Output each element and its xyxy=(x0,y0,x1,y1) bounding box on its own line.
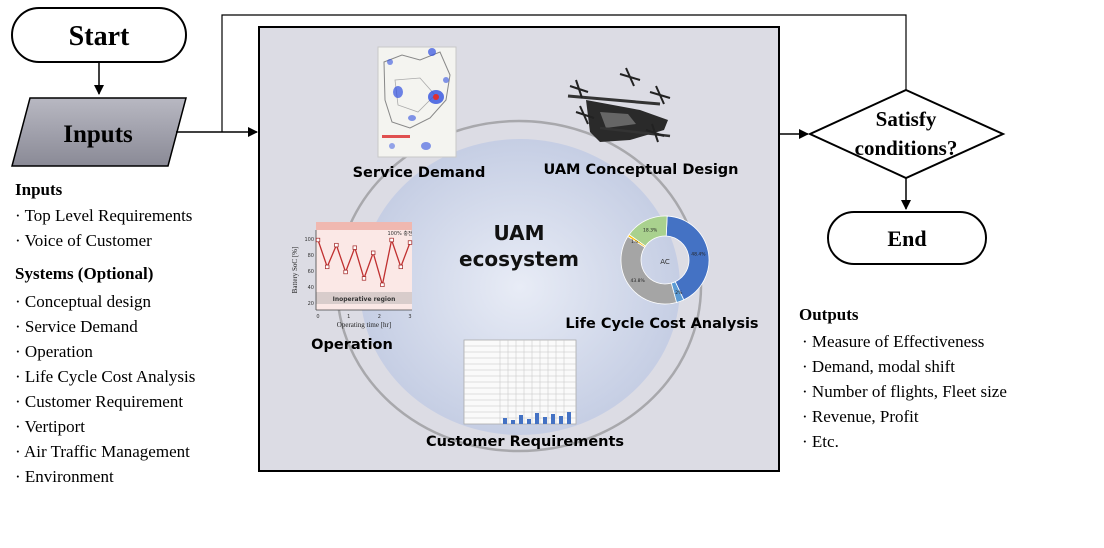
outputs-item: · Number of flights, Fleet size xyxy=(802,382,1007,401)
customer-requirements-table xyxy=(463,339,577,425)
donut-center-label: AC xyxy=(660,258,670,266)
systems-panel-title: Systems (Optional) xyxy=(15,264,154,283)
systems-item: · Life Cycle Cost Analysis xyxy=(15,367,196,386)
operation-chart-header xyxy=(316,222,412,230)
donut-slice-label: 3.2% xyxy=(671,290,683,296)
operation-xlabel: Operating time [hr] xyxy=(337,321,391,329)
ytick-label: 60 xyxy=(308,269,314,275)
systems-item: · Air Traffic Management xyxy=(15,442,190,461)
soc-point xyxy=(361,276,367,281)
systems-item: · Customer Requirement xyxy=(15,392,184,411)
xtick-label: 3 xyxy=(408,314,411,320)
customer-requirements-label: Customer Requirements xyxy=(426,434,624,450)
outputs-item: · Revenue, Profit xyxy=(802,407,919,426)
table-bar xyxy=(559,416,563,424)
donut-slice xyxy=(665,215,710,301)
systems-panel-list: · Conceptual design · Service Demand · Ope… xyxy=(15,289,195,489)
decision-diamond xyxy=(807,88,1006,180)
end-label: End xyxy=(887,226,926,251)
inputs-item: · Voice of Customer xyxy=(15,231,152,250)
ecosystem-title-line2: ecosystem xyxy=(459,247,579,271)
donut-slice xyxy=(620,235,678,305)
inoperative-region-label: Inoperative region xyxy=(333,296,396,303)
table-bar xyxy=(535,413,539,424)
operation-chart: 100 80 60 40 20 0 1 2 3 Inoperative region 100%… xyxy=(291,222,413,329)
charge-annotation: 100% 충전 xyxy=(387,230,412,237)
ytick-label: 100 xyxy=(304,237,314,243)
inputs-parallelogram xyxy=(11,97,187,167)
service-demand-map xyxy=(377,46,457,158)
outputs-panel-list: · Measure of Effectiveness · Demand, moda… xyxy=(799,329,1007,454)
table-bar xyxy=(543,417,547,424)
soc-point xyxy=(389,237,394,243)
decision-label-line2: conditions? xyxy=(855,136,958,160)
donut-slice-label: 43.8% xyxy=(631,278,646,284)
decision-label-line1: Satisfy xyxy=(876,107,937,131)
table-bar xyxy=(551,414,555,424)
table-bar xyxy=(503,418,507,424)
soc-point xyxy=(352,245,357,250)
operation-label: Operation xyxy=(311,337,393,353)
donut-slice xyxy=(628,215,668,247)
systems-item: · Conceptual design xyxy=(15,292,151,311)
conceptual-design-label: UAM Conceptual Design xyxy=(544,162,739,178)
donut-slice-label: 48.4% xyxy=(691,251,706,257)
donut-slice-label: 1.0% xyxy=(631,239,643,245)
ytick-label: 20 xyxy=(308,301,314,307)
systems-item: · Operation xyxy=(15,342,93,361)
systems-item: · Environment xyxy=(15,467,114,486)
donut-slice-label: 18.3% xyxy=(643,227,658,233)
systems-item: · Vertiport xyxy=(15,417,86,436)
uam-aircraft-illustration xyxy=(567,67,671,143)
service-demand-label: Service Demand xyxy=(353,165,486,181)
feedback-loop xyxy=(221,14,907,132)
operation-ylabel: Battery SoC [%] xyxy=(291,247,299,294)
soc-point xyxy=(334,242,339,248)
xtick-label: 2 xyxy=(378,314,381,320)
lcca-donut-chart: 48.4% 3.2% 43.8% 1.0%18.3% xyxy=(620,215,710,305)
inoperative-region-band xyxy=(316,292,412,304)
soc-point xyxy=(380,282,385,287)
ytick-label: 40 xyxy=(308,285,314,291)
systems-item: · Service Demand xyxy=(15,317,138,336)
inputs-item: · Top Level Requirements xyxy=(15,206,193,225)
table-bar xyxy=(511,420,515,424)
inputs-panel-list: · Top Level Requirements · Voice of Custo… xyxy=(15,203,192,253)
inputs-panel-title: Inputs xyxy=(15,180,63,199)
soc-point xyxy=(407,240,413,245)
end-terminator xyxy=(827,211,987,265)
inputs-label: Inputs xyxy=(63,121,133,148)
table-bar xyxy=(567,412,571,424)
table-bar xyxy=(527,419,531,424)
xtick-label: 1 xyxy=(347,314,350,320)
soc-point xyxy=(371,250,376,255)
outputs-item: · Demand, modal shift xyxy=(802,357,955,376)
soc-point xyxy=(325,264,330,270)
xtick-label: 0 xyxy=(316,314,319,320)
ytick-label: 80 xyxy=(308,253,314,259)
ecosystem-core xyxy=(360,139,680,435)
outputs-item: · Etc. xyxy=(802,432,839,451)
lcca-label: Life Cycle Cost Analysis xyxy=(565,316,758,332)
soc-point xyxy=(398,264,403,270)
soc-point xyxy=(343,269,348,275)
table-bar xyxy=(519,415,523,424)
outputs-item: · Measure of Effectiveness xyxy=(802,332,985,351)
start-label: Start xyxy=(69,21,130,52)
ecosystem-title-line1: UAM xyxy=(493,221,544,245)
soc-point xyxy=(315,237,321,243)
outputs-panel-title: Outputs xyxy=(799,305,859,324)
